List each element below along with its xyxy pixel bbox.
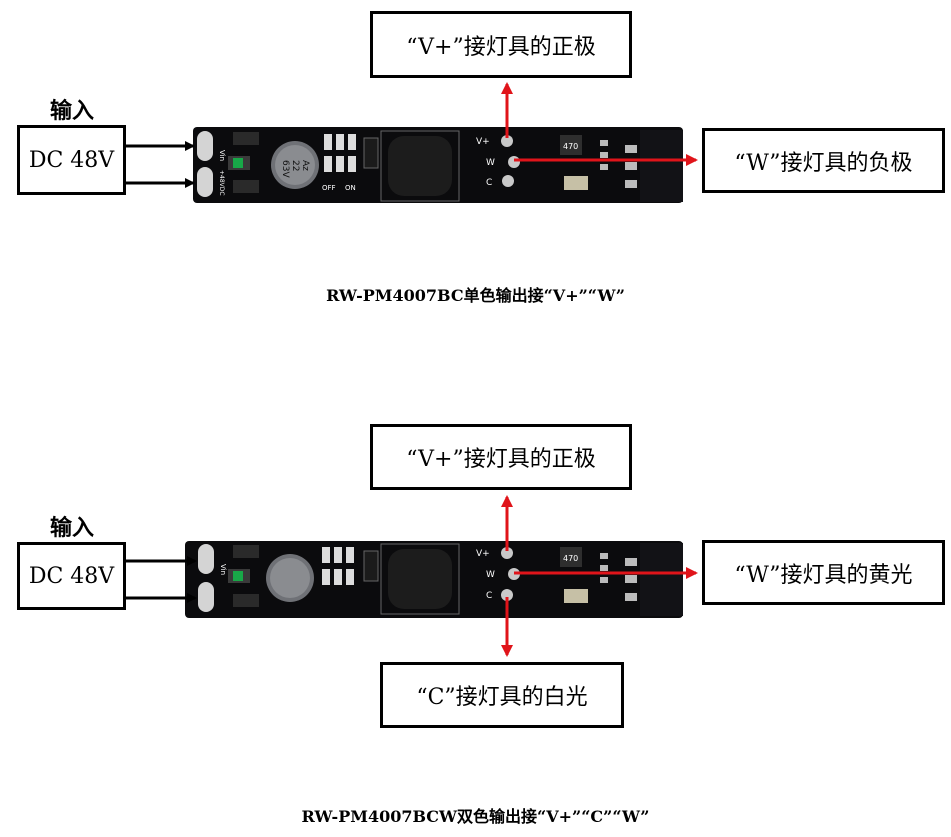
pcb-board: Vin V+ W C 470 xyxy=(185,541,683,618)
input-box: DC 48V xyxy=(17,125,126,195)
vin-silk-1: Vin xyxy=(218,150,226,161)
vin-silk-2: Vin xyxy=(219,564,227,575)
inductor-mark: 470 xyxy=(563,142,578,151)
pin-label-c: C xyxy=(486,178,492,188)
input-label: 输入 xyxy=(50,515,95,541)
positive-output-box: “V+”接灯具的正极 xyxy=(370,11,632,78)
vdc-silk: +48VDC xyxy=(218,170,225,196)
input-label: 输入 xyxy=(50,98,95,124)
inductor-mark: 470 xyxy=(563,554,578,563)
white-output-box: “C”接灯具的白光 xyxy=(380,662,624,728)
cap-text-1: 63V xyxy=(280,160,290,178)
pin-label-w: W xyxy=(486,570,495,580)
cap-text-3: Az xyxy=(300,160,310,171)
pin-label-w: W xyxy=(486,158,495,168)
on-silk: ON xyxy=(345,184,356,192)
negative-output-box: “W”接灯具的负极 xyxy=(702,128,945,193)
input-box: DC 48V xyxy=(17,542,126,610)
positive-output-box: “V+”接灯具的正极 xyxy=(370,424,632,490)
caption-dual-color: RW-PM4007BCW双色输出接“V+”“C”“W” xyxy=(301,807,650,826)
off-silk: OFF xyxy=(322,184,336,192)
yellow-output-box: “W”接灯具的黄光 xyxy=(702,540,945,605)
pin-label-vplus: V+ xyxy=(476,549,490,559)
pin-label-c: C xyxy=(486,591,492,601)
pin-label-vplus: V+ xyxy=(476,137,490,147)
pcb-board: Vin +48VDC 63V 22 Az OFF ON V+ W C 470 xyxy=(193,127,683,203)
cap-text-2: 22 xyxy=(290,160,300,171)
caption-single-color: RW-PM4007BC单色输出接“V+”“W” xyxy=(326,286,625,305)
